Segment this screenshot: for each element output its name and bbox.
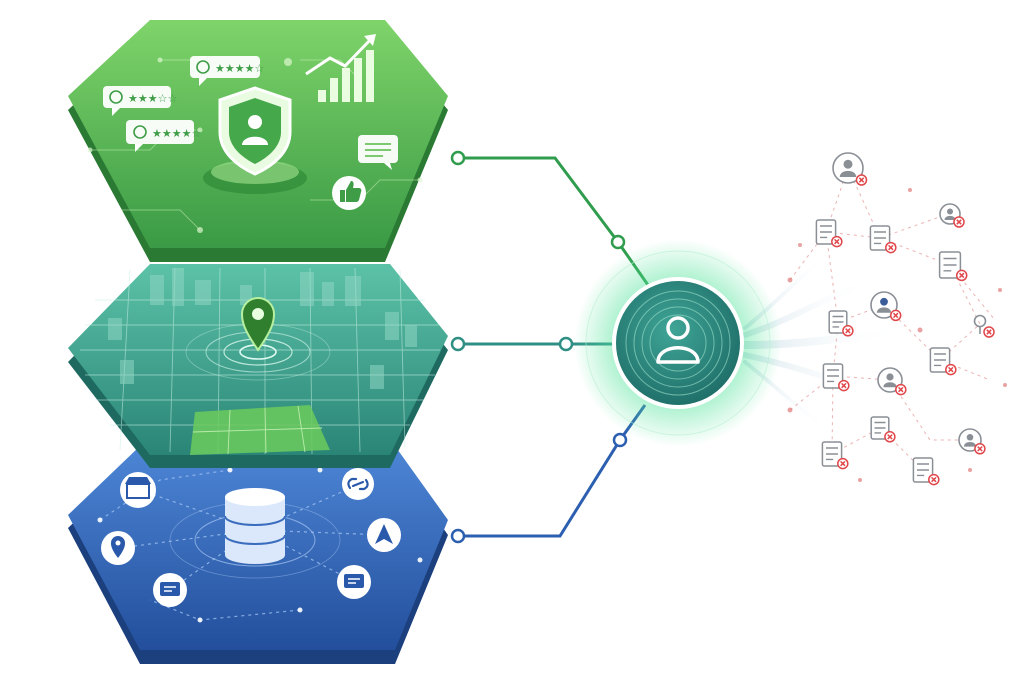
database-icon bbox=[224, 488, 286, 564]
error-x-icon bbox=[885, 241, 897, 254]
error-x-icon bbox=[838, 379, 850, 392]
user-profile-icon bbox=[656, 316, 700, 364]
error-x-icon bbox=[955, 269, 968, 282]
connector-teal bbox=[450, 336, 613, 352]
message-icon bbox=[337, 565, 371, 599]
growth-chart-icon bbox=[305, 34, 376, 102]
error-x-icon bbox=[855, 174, 868, 186]
error-x-icon bbox=[945, 363, 957, 376]
svg-text:★★★☆☆: ★★★☆☆ bbox=[128, 92, 177, 105]
document-icon bbox=[828, 310, 848, 334]
document-icon bbox=[929, 347, 951, 373]
error-x-icon bbox=[889, 309, 902, 322]
location-pin-icon bbox=[240, 297, 276, 352]
chat-icon bbox=[153, 573, 187, 607]
review-bubble-icon: ★★★★☆ bbox=[190, 56, 264, 86]
error-x-icon bbox=[953, 216, 965, 228]
error-x-icon bbox=[842, 325, 854, 337]
review-bubble-icon: ★★★☆☆ bbox=[103, 86, 177, 116]
thumbs-up-icon bbox=[332, 176, 366, 210]
user-profile-hub bbox=[574, 239, 782, 447]
shield-user-icon bbox=[203, 86, 307, 194]
review-bubble-icon: ★★★★☆ bbox=[126, 120, 201, 152]
user-icon bbox=[832, 152, 864, 184]
user-icon bbox=[877, 367, 903, 393]
document-icon bbox=[822, 363, 844, 389]
error-x-icon bbox=[884, 431, 896, 443]
error-x-icon bbox=[831, 235, 843, 248]
map-pin-icon bbox=[101, 531, 135, 565]
error-x-icon bbox=[928, 473, 940, 486]
error-x-icon bbox=[974, 443, 986, 455]
navigation-icon bbox=[367, 518, 401, 552]
user-icon bbox=[870, 291, 898, 319]
error-x-icon bbox=[895, 383, 907, 396]
svg-text:★★★★☆: ★★★★☆ bbox=[215, 62, 264, 75]
document-icon bbox=[938, 251, 962, 279]
store-icon bbox=[120, 472, 156, 508]
document-icon bbox=[912, 457, 934, 483]
error-x-icon bbox=[983, 326, 995, 338]
link-icon bbox=[342, 468, 374, 500]
key-icon bbox=[973, 314, 987, 334]
message-icon bbox=[358, 135, 398, 170]
document-icon bbox=[869, 225, 891, 251]
document-icon bbox=[815, 219, 837, 245]
document-icon bbox=[821, 441, 843, 467]
city-map-icon bbox=[80, 267, 440, 455]
location-layer bbox=[68, 264, 448, 468]
document-icon bbox=[870, 416, 890, 440]
data-layer bbox=[68, 446, 448, 664]
error-x-icon bbox=[837, 457, 849, 470]
svg-text:★★★★☆: ★★★★☆ bbox=[152, 127, 201, 140]
reviews-layer: ★★★☆☆ ★★★★☆ ★★★★☆ bbox=[68, 20, 448, 262]
fragment-network bbox=[787, 152, 1007, 486]
